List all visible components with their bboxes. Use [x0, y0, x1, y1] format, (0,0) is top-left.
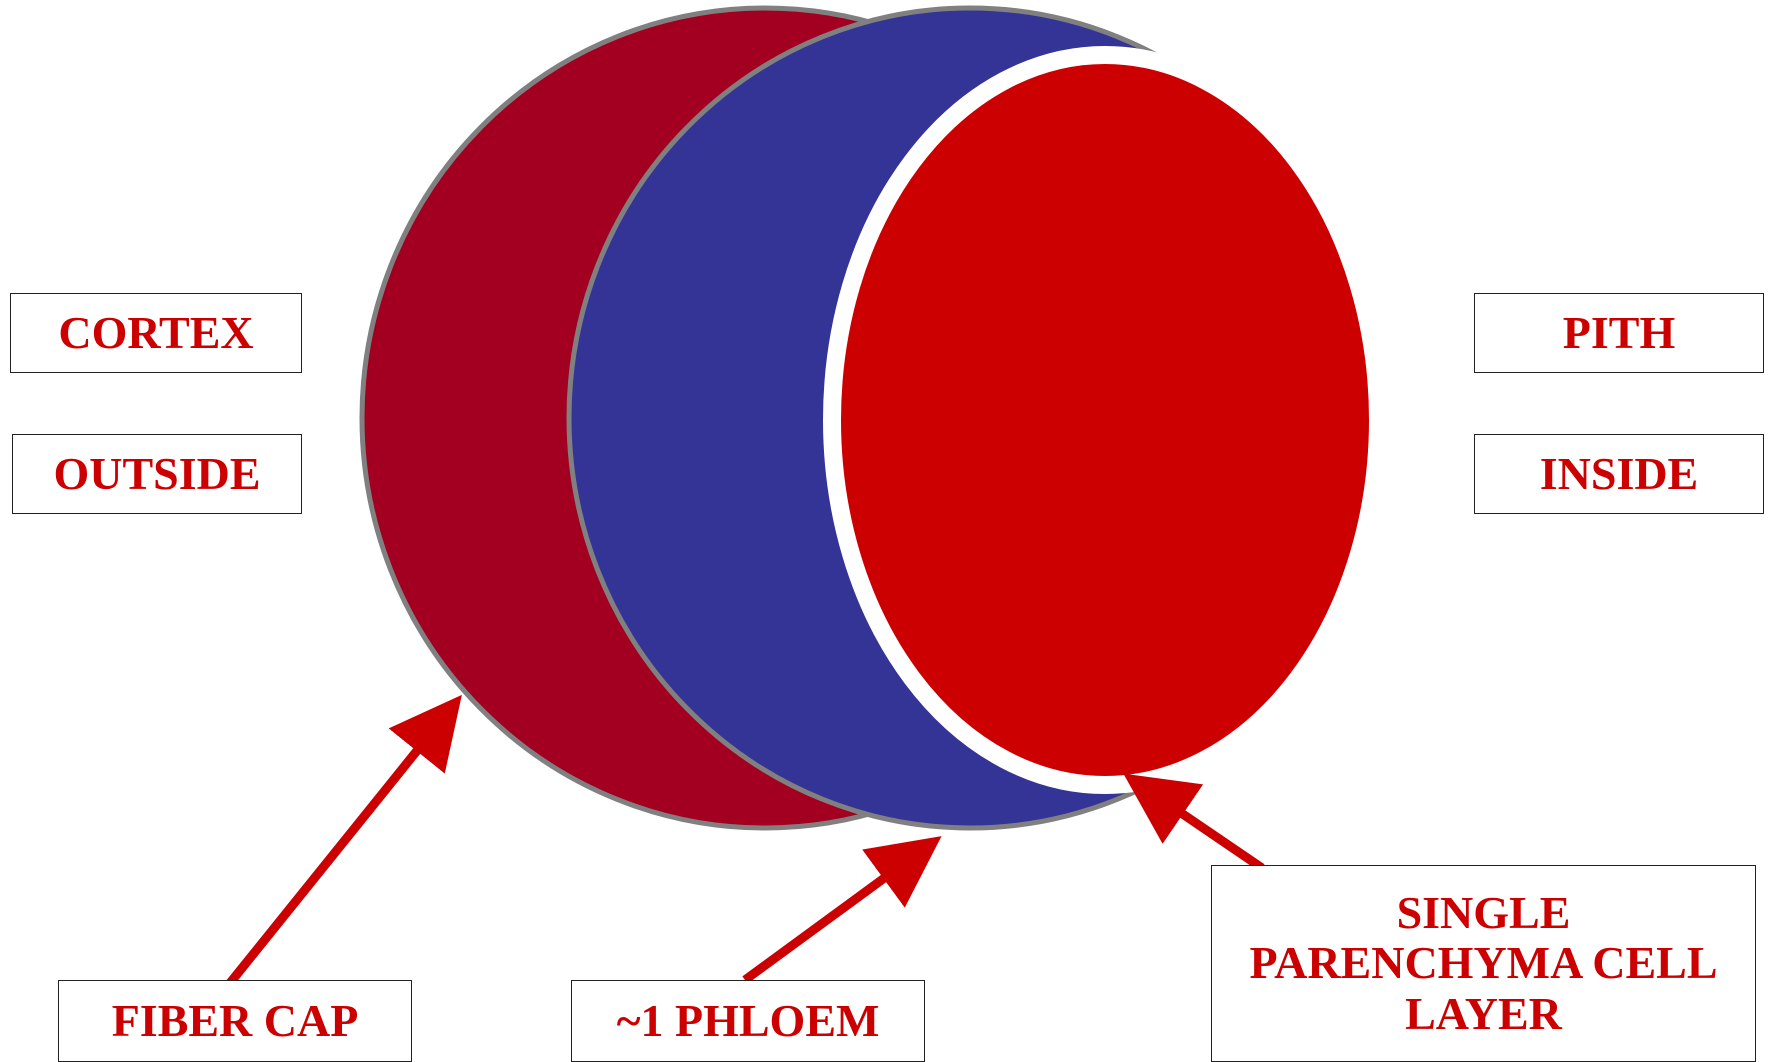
- parenchyma-label-line2: PARENCHYMA CELL: [1249, 937, 1718, 989]
- cortex-label: CORTEX: [10, 293, 302, 373]
- outside-label: OUTSIDE: [12, 434, 302, 514]
- pith-label: PITH: [1474, 293, 1764, 373]
- parenchyma-layer: [823, 46, 1387, 794]
- parenchyma-label: SINGLE PARENCHYMA CELL LAYER: [1211, 865, 1756, 1062]
- parenchyma-label-line1: SINGLE: [1396, 886, 1571, 938]
- pith-label-text: PITH: [1562, 307, 1676, 359]
- inside-label-text: INSIDE: [1539, 448, 1699, 500]
- phloem-label-text: ~1 PHLOEM: [616, 995, 880, 1047]
- fiber-cap-label: FIBER CAP: [58, 980, 412, 1062]
- fiber-cap-label-text: FIBER CAP: [111, 995, 359, 1047]
- phloem-label: ~1 PHLOEM: [571, 980, 925, 1062]
- phloem-arrow: [742, 836, 942, 984]
- cortex-label-text: CORTEX: [58, 307, 254, 359]
- fiber-cap-arrow: [226, 694, 462, 986]
- inside-label: INSIDE: [1474, 434, 1764, 514]
- outside-label-text: OUTSIDE: [53, 448, 261, 500]
- parenchyma-label-line3: LAYER: [1405, 987, 1562, 1039]
- parenchyma-label-lines: SINGLE PARENCHYMA CELL LAYER: [1249, 886, 1718, 1040]
- parenchyma-arrow: [1123, 773, 1265, 872]
